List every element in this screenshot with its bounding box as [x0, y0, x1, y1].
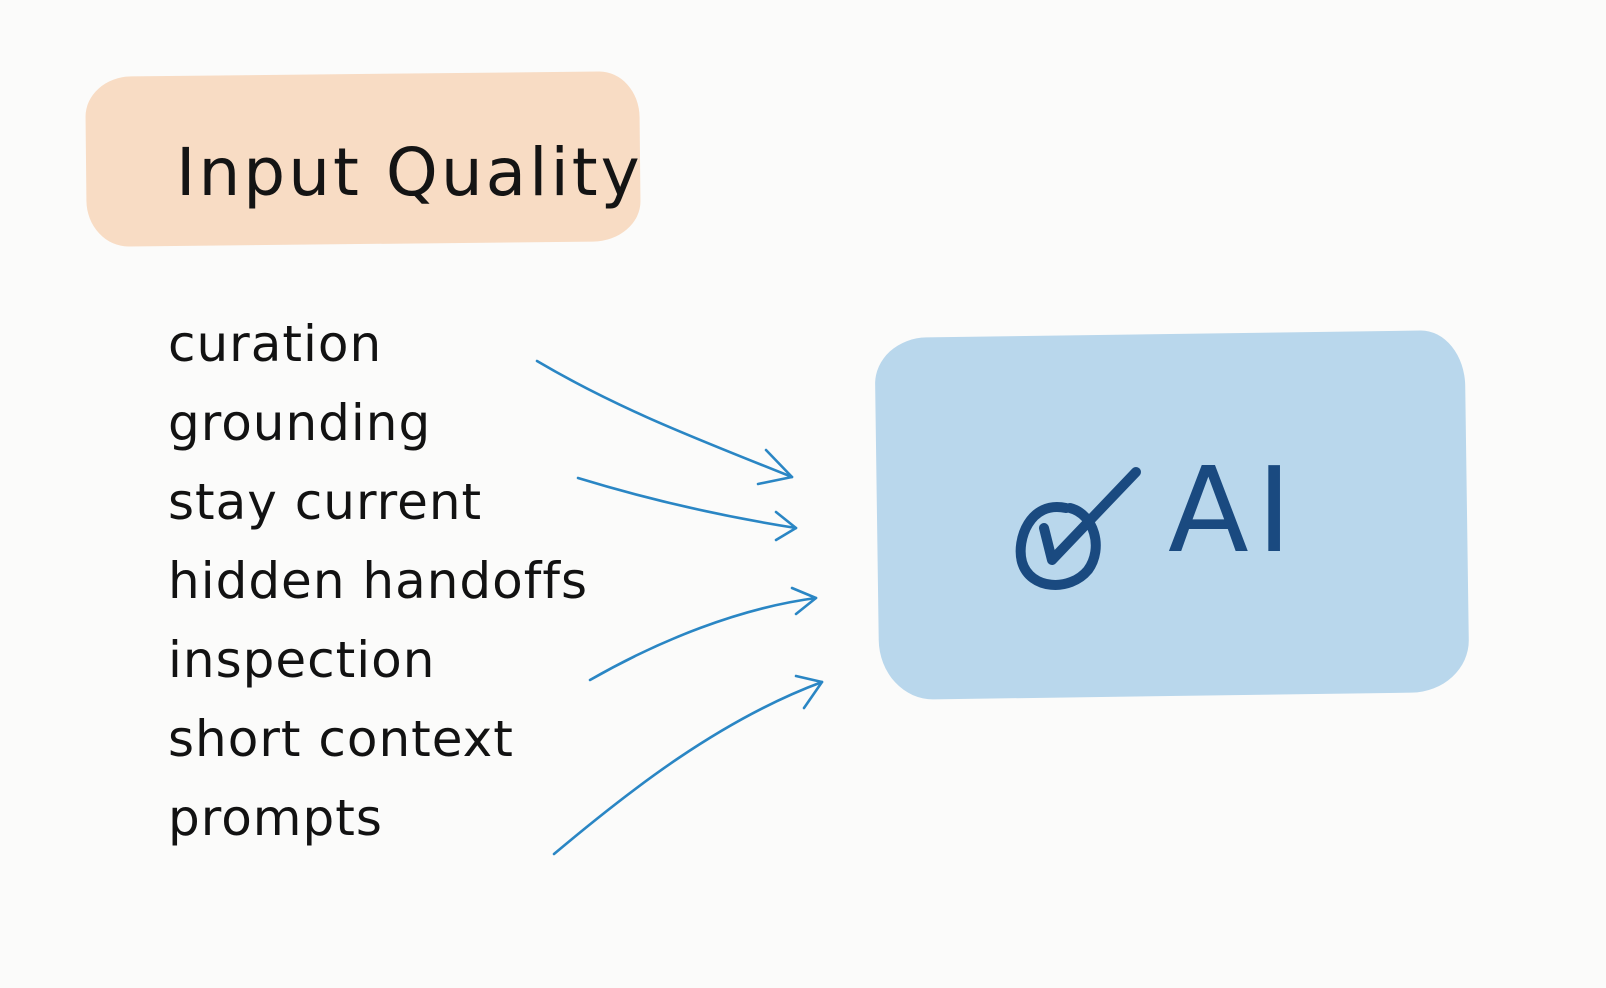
- arrow-4: [552, 674, 824, 856]
- arrow-3: [588, 586, 818, 682]
- ai-label: AI: [1168, 441, 1300, 579]
- arrow-2: [576, 476, 798, 542]
- list-item: hidden handoffs: [168, 552, 589, 610]
- list-item: curation: [168, 315, 383, 373]
- list-item: inspection: [168, 631, 436, 689]
- diagram-title: Input Quality: [176, 134, 643, 211]
- input-list: curation grounding stay current hidden h…: [168, 305, 588, 885]
- list-item: stay current: [168, 473, 483, 531]
- list-item: prompts: [168, 789, 383, 847]
- list-item: grounding: [168, 394, 432, 452]
- list-item: short context: [168, 710, 514, 768]
